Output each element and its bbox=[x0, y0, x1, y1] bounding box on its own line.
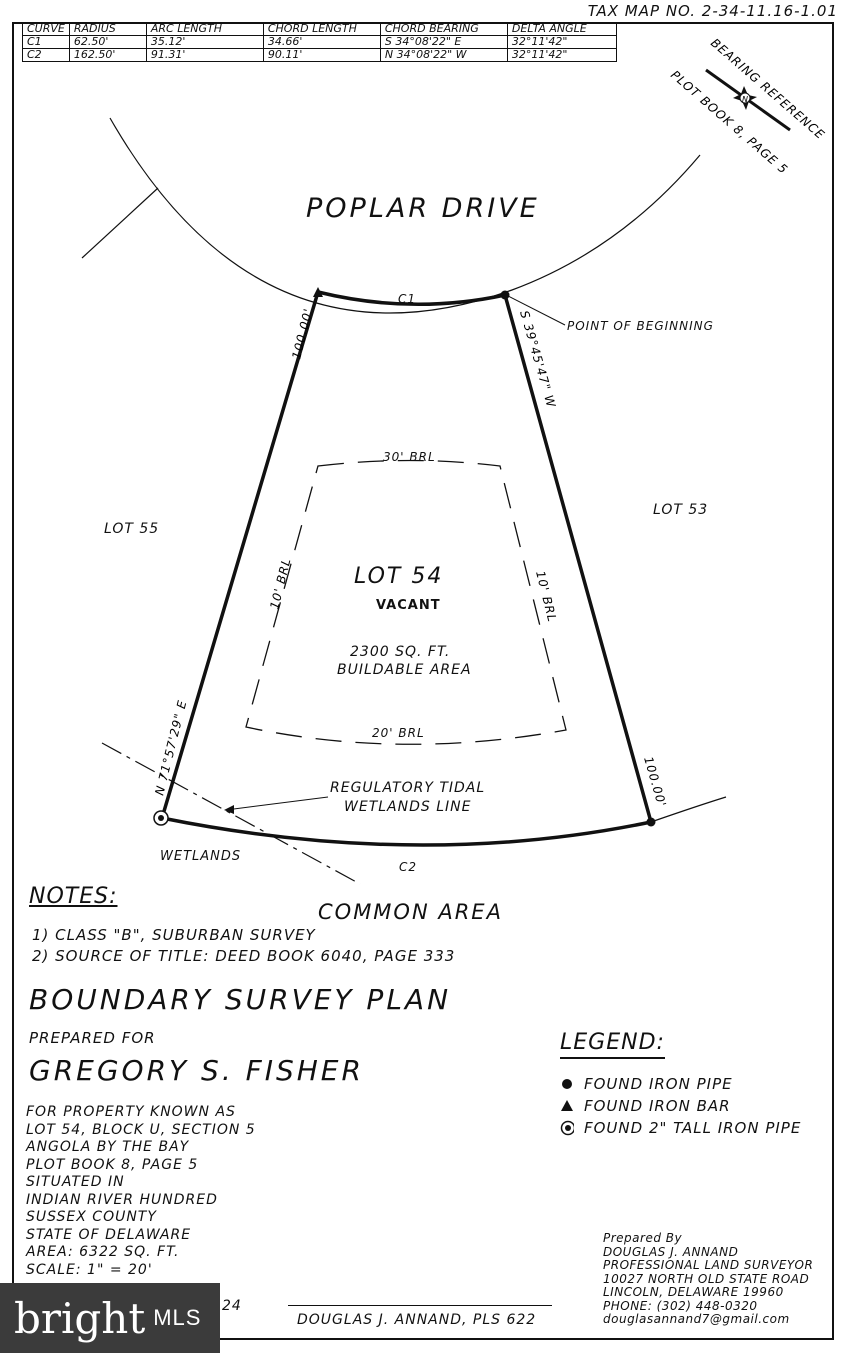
property-info-line: FOR PROPERTY KNOWN AS bbox=[26, 1104, 236, 1120]
signature-name: DOUGLAS J. ANNAND, PLS 622 bbox=[297, 1312, 537, 1328]
watermark-suffix: MLS bbox=[153, 1305, 202, 1330]
legend-heading: LEGEND: bbox=[560, 1030, 665, 1059]
col-delta-angle: DELTA ANGLE bbox=[506, 22, 617, 36]
legend-label: FOUND IRON PIPE bbox=[584, 1075, 733, 1093]
lot-55-label: LOT 55 bbox=[104, 521, 160, 537]
legend-item: FOUND IRON PIPE bbox=[560, 1073, 801, 1095]
property-info-line: LOT 54, BLOCK U, SECTION 5 bbox=[26, 1121, 256, 1138]
prepared-for-label: PREPARED FOR bbox=[29, 1029, 156, 1047]
point-of-beginning-label: POINT OF BEGINNING bbox=[567, 319, 714, 333]
note-item: 1) CLASS "B", SUBURBAN SURVEY bbox=[32, 926, 316, 944]
property-info-line: INDIAN RIVER HUNDRED bbox=[26, 1191, 218, 1208]
triangle-icon bbox=[560, 1100, 574, 1112]
street-side-line bbox=[81, 187, 159, 259]
building-restriction-line bbox=[245, 459, 567, 745]
wetlands-label: WETLANDS bbox=[160, 849, 242, 864]
lot-53-label: LOT 53 bbox=[653, 502, 709, 518]
wetlands-line bbox=[101, 742, 361, 885]
wetlands-leader bbox=[225, 796, 329, 811]
client-name: GREGORY S. FISHER bbox=[29, 1054, 364, 1087]
table-cell: 162.50' bbox=[68, 48, 147, 62]
legend-label: FOUND IRON BAR bbox=[584, 1097, 731, 1115]
notes-heading: NOTES: bbox=[29, 884, 118, 909]
table-cell: 32°11'42" bbox=[506, 48, 617, 62]
tax-map-number: TAX MAP NO. 2-34-11.16-1.01 bbox=[587, 2, 838, 20]
property-info-line: AREA: 6322 SQ. FT. bbox=[26, 1244, 180, 1260]
wetlands-line-label1: REGULATORY TIDAL bbox=[330, 780, 486, 796]
property-info-line: SUSSEX COUNTY bbox=[26, 1209, 157, 1225]
buildable-area-line1: 2300 SQ. FT. bbox=[350, 644, 451, 660]
bright-mls-watermark: bright MLS bbox=[0, 1283, 220, 1353]
legend-label: FOUND 2" TALL IRON PIPE bbox=[584, 1119, 802, 1137]
prepared-by-line: PHONE: (302) 448-0320 bbox=[603, 1298, 758, 1313]
iron-pipe-marker bbox=[500, 290, 510, 300]
filled-circle-icon bbox=[560, 1078, 574, 1090]
iron-pipe-marker bbox=[646, 817, 656, 827]
legend: FOUND IRON PIPE FOUND IRON BAR FOUND 2" … bbox=[560, 1073, 801, 1139]
brl-bottom-label: 20' BRL bbox=[372, 726, 425, 740]
date-fragment: 24 bbox=[222, 1298, 242, 1314]
street-line bbox=[109, 117, 701, 314]
note-item: 2) SOURCE OF TITLE: DEED BOOK 6040, PAGE… bbox=[32, 947, 456, 965]
circled-dot-icon bbox=[560, 1120, 574, 1136]
common-area-label: COMMON AREA bbox=[318, 900, 503, 924]
prepared-by-line: DOUGLAS J. ANNAND bbox=[603, 1244, 739, 1259]
property-info-line: STATE OF DELAWARE bbox=[26, 1226, 192, 1243]
plan-title: BOUNDARY SURVEY PLAN bbox=[29, 983, 452, 1016]
prepared-by-line: douglasannand7@gmail.com bbox=[603, 1312, 790, 1326]
street-name: POPLAR DRIVE bbox=[306, 193, 540, 224]
lot-54-label: LOT 54 bbox=[354, 564, 444, 589]
buildable-area-line2: BUILDABLE AREA bbox=[337, 662, 472, 678]
table-cell: 32°11'42" bbox=[506, 35, 617, 49]
curve-c2-label: C2 bbox=[399, 860, 418, 874]
lot-line-extension bbox=[650, 796, 727, 823]
curve-c1-label: C1 bbox=[398, 292, 417, 306]
pob-leader bbox=[507, 295, 566, 326]
table-cell: 91.31' bbox=[145, 48, 264, 62]
property-info-line: SITUATED IN bbox=[26, 1174, 125, 1190]
legend-item: FOUND IRON BAR bbox=[560, 1095, 801, 1117]
watermark-brand: bright bbox=[14, 1293, 146, 1343]
dist-west-label: 100.00' bbox=[289, 307, 315, 361]
lot-boundary bbox=[159, 289, 654, 847]
prepared-by-block: Prepared By DOUGLAS J. ANNAND PROFESSION… bbox=[603, 1231, 814, 1327]
table-cell: C2 bbox=[22, 48, 70, 62]
table-row: C2 162.50' 91.31' 90.11' N 34°08'22" W 3… bbox=[22, 48, 617, 62]
signature-rule bbox=[288, 1305, 552, 1306]
brl-top-label: 30' BRL bbox=[383, 450, 436, 464]
brl-left-label: 10' BRL bbox=[267, 556, 293, 610]
prepared-by-line: 10027 NORTH OLD STATE ROAD bbox=[603, 1271, 810, 1286]
vacant-label: VACANT bbox=[376, 598, 441, 613]
wetlands-leader-arrow bbox=[224, 805, 234, 814]
col-curve: CURVE bbox=[22, 22, 70, 36]
property-info-line: SCALE: 1" = 20' bbox=[26, 1261, 153, 1278]
curve-table: CURVE RADIUS ARC LENGTH CHORD LENGTH CHO… bbox=[22, 22, 617, 62]
prepared-by-line: PROFESSIONAL LAND SURVEYOR bbox=[603, 1258, 814, 1272]
property-info-line: PLOT BOOK 8, PAGE 5 bbox=[26, 1156, 199, 1173]
curve-table-header: CURVE RADIUS ARC LENGTH CHORD LENGTH CHO… bbox=[22, 22, 617, 36]
prepared-by-line: LINCOLN, DELAWARE 19960 bbox=[603, 1285, 784, 1299]
property-info: FOR PROPERTY KNOWN AS LOT 54, BLOCK U, S… bbox=[26, 1104, 256, 1279]
prepared-by-line: Prepared By bbox=[603, 1231, 683, 1245]
north-letter: N bbox=[742, 95, 748, 104]
property-info-line: ANGOLA BY THE BAY bbox=[26, 1139, 190, 1155]
wetlands-line-label2: WETLANDS LINE bbox=[344, 799, 472, 815]
table-cell: 90.11' bbox=[262, 48, 381, 62]
table-cell: N 34°08'22" W bbox=[379, 48, 508, 62]
legend-item: FOUND 2" TALL IRON PIPE bbox=[560, 1117, 801, 1139]
table-cell: C1 bbox=[22, 35, 70, 49]
col-chord-bearing: CHORD BEARING bbox=[379, 22, 508, 36]
iron-bar-marker bbox=[313, 287, 323, 297]
